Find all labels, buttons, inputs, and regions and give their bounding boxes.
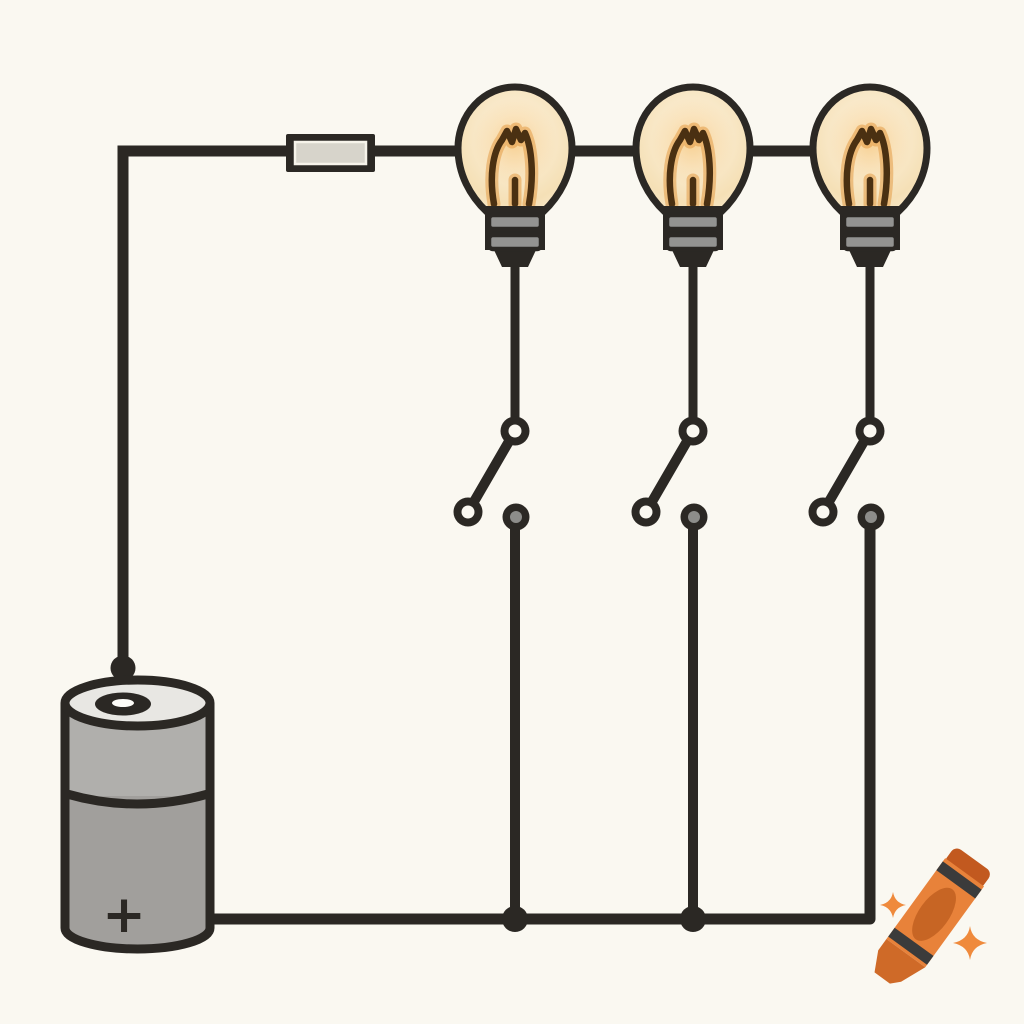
battery-plus-label: +	[102, 885, 146, 945]
fuse	[286, 134, 375, 172]
fuse-element	[293, 140, 368, 166]
bottom-bus-wire	[203, 519, 876, 925]
battery-outline	[60, 703, 215, 954]
junction-dot-battery	[110, 655, 136, 681]
crayon-tip	[874, 939, 926, 984]
crayon-logo	[874, 848, 990, 984]
crayon-end-cap	[945, 848, 990, 888]
top-feed-wire	[117, 145, 880, 668]
sparkle-icon	[880, 892, 906, 918]
wires	[117, 145, 880, 925]
crayon-label	[912, 887, 956, 941]
sparkle-icon	[953, 926, 987, 960]
junction-dot-2	[680, 906, 706, 932]
junction-dot-1	[502, 906, 528, 932]
battery: +	[60, 675, 215, 954]
crayon-stripe-top	[936, 861, 982, 899]
battery-lower-body	[65, 796, 210, 949]
junction-dots	[110, 655, 706, 932]
crayon-stripe-bottom	[888, 927, 934, 965]
battery-divider	[65, 789, 210, 809]
battery-terminal-hole	[112, 699, 134, 707]
